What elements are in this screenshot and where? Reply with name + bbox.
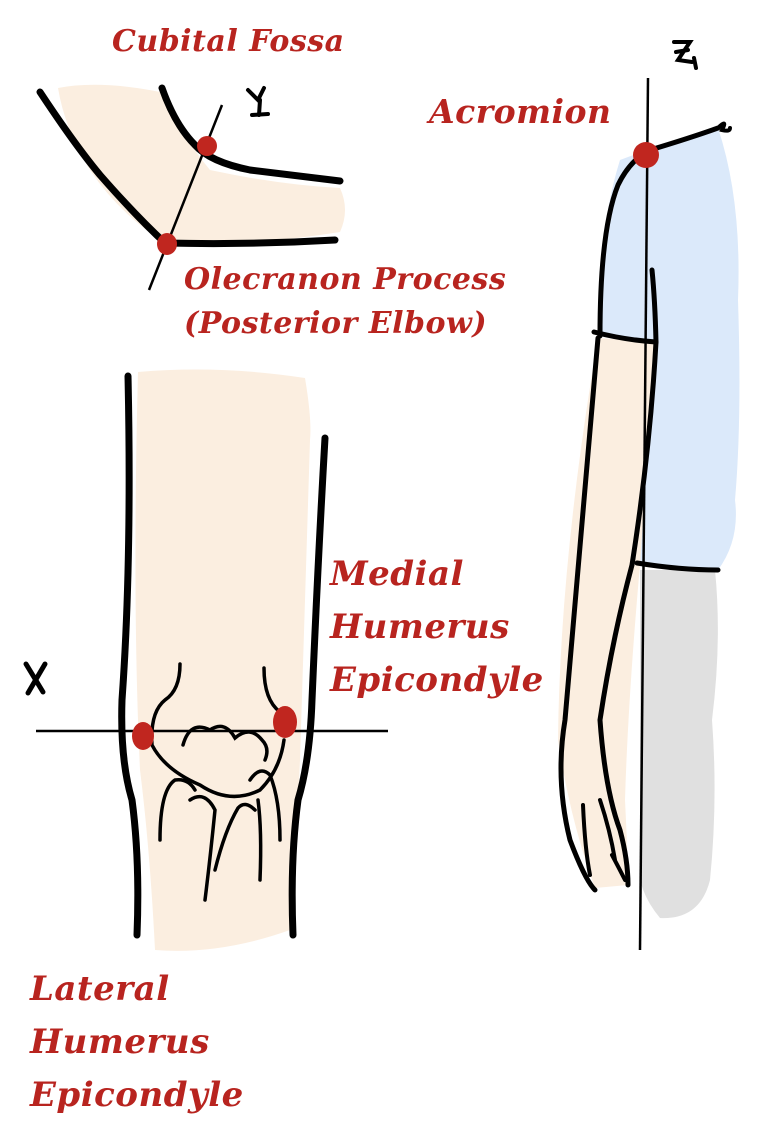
z-axis-icon	[672, 40, 698, 70]
elbow-outline-upper	[158, 84, 344, 185]
acromion-label: Acromion	[429, 92, 612, 131]
hand-outline	[581, 798, 627, 882]
front-arm-outline-left	[118, 372, 142, 939]
medial-epicondyle-label: Medial Humerus Epicondyle	[330, 554, 544, 700]
acromion-landmark	[633, 142, 659, 168]
elbow-outline-lower	[36, 88, 339, 248]
shoulder-outline	[597, 125, 721, 339]
olecranon-label: Olecranon Process (Posterior Elbow)	[184, 262, 507, 341]
pants-fill	[640, 570, 718, 919]
front-elbow-figure	[23, 369, 388, 951]
shirt-hem-outline	[634, 560, 721, 573]
elbow-skin-fill	[58, 84, 345, 245]
y-axis-icon	[246, 86, 270, 117]
sleeve-hem-outline	[591, 329, 659, 345]
cubital-fossa-label: Cubital Fossa	[112, 24, 345, 59]
arm-back-outline	[597, 339, 659, 888]
bent-elbow-figure	[36, 84, 345, 291]
elbow-bones	[150, 662, 286, 902]
z-axis-line	[638, 77, 650, 951]
front-arm-skin-fill	[135, 369, 311, 951]
forearm-skin-fill	[558, 338, 655, 888]
shirt-fill	[598, 128, 740, 570]
cubital-fossa-landmark	[197, 136, 217, 156]
lateral-epicondyle-landmark	[132, 722, 154, 750]
side-arm-figure	[558, 40, 740, 951]
olecranon-landmark	[157, 233, 177, 255]
lateral-epicondyle-label: Lateral Humerus Epicondyle	[30, 969, 244, 1115]
x-axis-icon	[23, 661, 48, 696]
medial-epicondyle-landmark	[273, 706, 297, 738]
y-axis-line	[147, 104, 224, 291]
shoulder-tip-icon	[716, 121, 732, 133]
arm-front-outline	[558, 335, 601, 893]
sleeve-back-outline	[649, 267, 659, 345]
